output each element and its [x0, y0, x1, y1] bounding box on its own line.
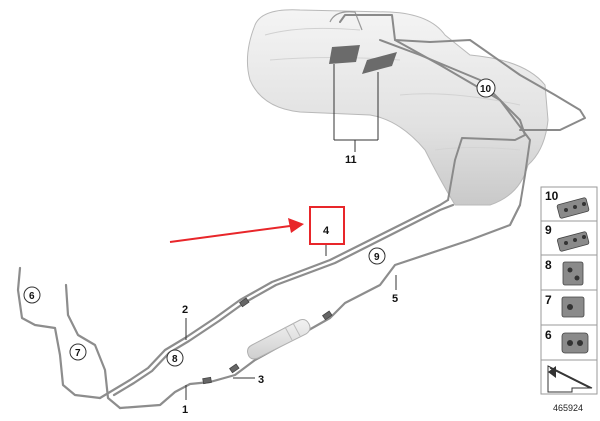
- highlight-arrow: [169, 218, 304, 243]
- svg-text:8: 8: [172, 354, 178, 365]
- fuel-filter: [247, 319, 311, 360]
- svg-text:8: 8: [545, 258, 552, 272]
- svg-text:7: 7: [545, 293, 552, 307]
- legend-item-arrow: [547, 365, 593, 393]
- svg-text:9: 9: [545, 223, 552, 237]
- clip-icon: [562, 261, 584, 286]
- clip-icon: [557, 231, 590, 252]
- legend-item-9: 9: [545, 223, 590, 252]
- clip-icon: [561, 332, 589, 354]
- legend-item-8: 8: [545, 258, 584, 286]
- highlight-box: [309, 206, 345, 245]
- callout-4: 4: [323, 225, 330, 237]
- legend-item-7: 7: [545, 293, 585, 318]
- tank-strips: [329, 45, 397, 74]
- callout-5: 5: [392, 293, 398, 305]
- legend-item-6: 6: [545, 328, 589, 354]
- callout-2: 2: [182, 304, 188, 316]
- svg-text:7: 7: [75, 348, 81, 359]
- circled-label-8: 8: [166, 349, 184, 367]
- svg-text:9: 9: [374, 252, 380, 263]
- fuel-tank: [246, 9, 549, 206]
- svg-text:10: 10: [545, 189, 559, 203]
- tank-top-lines: [339, 14, 586, 206]
- svg-text:6: 6: [545, 328, 552, 342]
- callout-11-bracket: [333, 64, 379, 152]
- clip-icon: [556, 197, 590, 219]
- clip-icon: [561, 296, 585, 318]
- fuel-line-4: [98, 198, 455, 400]
- circled-label-6: 6: [23, 286, 41, 304]
- callout-leader-lines: [185, 244, 397, 400]
- svg-text:10: 10: [480, 84, 492, 95]
- arrow-icon: [547, 365, 593, 393]
- circled-label-7: 7: [69, 343, 87, 361]
- connectors: [202, 297, 333, 385]
- parts-legend: 10 9 8 7: [540, 186, 598, 395]
- svg-text:6: 6: [29, 291, 35, 302]
- callout-1: 1: [182, 404, 188, 416]
- callout-11: 11: [345, 154, 357, 166]
- circled-label-10: 10: [476, 78, 496, 98]
- legend-item-10: 10: [545, 189, 590, 219]
- callout-3: 3: [258, 374, 264, 386]
- diagram-id: 465924: [553, 403, 583, 413]
- left-lines: [16, 266, 122, 410]
- fuel-line-5: [118, 203, 522, 410]
- circled-label-9: 9: [368, 247, 386, 265]
